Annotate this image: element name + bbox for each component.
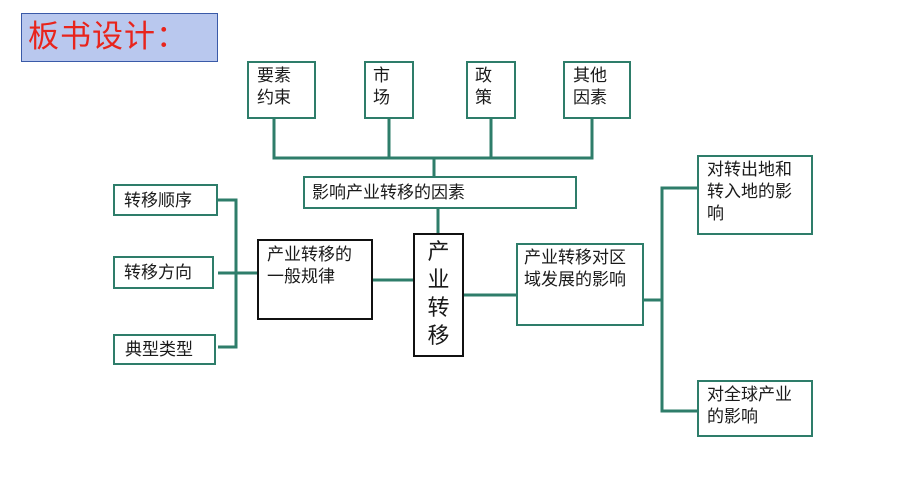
factor-label: 其他因素 [573, 66, 607, 108]
right-item-label: 对全球产业的影响 [707, 385, 792, 427]
center-node-box: 产业转移 [413, 233, 464, 357]
influence-factors-box: 影响产业转移的因素 [303, 176, 577, 209]
factor-box-element-constraint: 要素约束 [247, 61, 316, 119]
right-item-global: 对全球产业的影响 [697, 380, 813, 437]
factors-bracket [272, 118, 594, 160]
page-title: 板书设计： [28, 19, 188, 55]
left-item-type: 典型类型 [113, 334, 216, 365]
left-item-order: 转移顺序 [113, 184, 218, 216]
regional-impact-label: 产业转移对区域发展的影响 [524, 248, 626, 290]
right-item-label: 对转出地和转入地的影响 [707, 160, 792, 224]
right-bracket [660, 186, 697, 413]
left-item-direction: 转移方向 [113, 256, 214, 289]
title-banner: 板书设计： [21, 13, 218, 62]
factor-label: 要素约束 [257, 66, 291, 108]
factor-label: 市场 [373, 66, 390, 108]
left-item-label: 典型类型 [125, 340, 193, 360]
factor-box-other: 其他因素 [563, 61, 631, 119]
center-node-label: 产业转移 [427, 240, 450, 349]
general-law-box: 产业转移的一般规律 [257, 239, 373, 320]
general-law-label: 产业转移的一般规律 [267, 245, 352, 287]
regional-impact-box: 产业转移对区域发展的影响 [516, 243, 644, 326]
left-item-label: 转移顺序 [124, 191, 192, 211]
right-item-out-in: 对转出地和转入地的影响 [697, 155, 813, 235]
factor-label: 政策 [475, 66, 492, 108]
left-item-label: 转移方向 [124, 263, 192, 283]
influence-factors-label: 影响产业转移的因素 [312, 183, 465, 203]
factor-box-policy: 政策 [466, 61, 516, 119]
factor-box-market: 市场 [364, 61, 414, 119]
